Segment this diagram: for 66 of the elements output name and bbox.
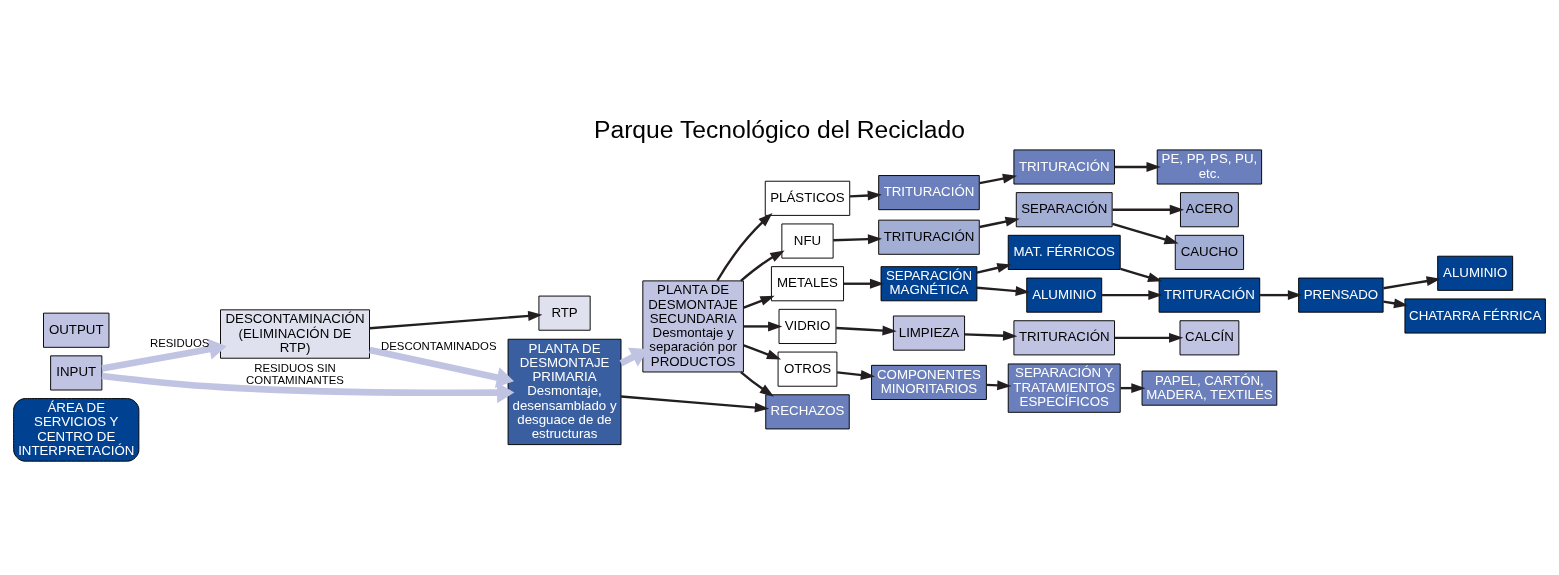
arrow — [976, 262, 1012, 274]
arrow — [369, 346, 514, 388]
edge-label: RESIDUOS — [149, 336, 210, 349]
node-box: RECHAZOS — [765, 393, 850, 429]
arrow — [743, 295, 775, 309]
edge-label: DESCONTAMINADOS — [381, 339, 497, 352]
arrow — [843, 278, 885, 289]
arrow — [101, 372, 515, 403]
arrow — [1260, 289, 1303, 300]
node-box: OUTPUT — [43, 312, 110, 348]
arrow — [743, 343, 782, 359]
arrow — [836, 325, 897, 336]
arrow — [369, 310, 543, 329]
edge-label: RESIDUOS SIN CONTAMINANTES — [246, 361, 344, 386]
node-box: PRENSADO — [1298, 277, 1384, 313]
node-box: LIMPIEZA — [892, 315, 966, 351]
node-box: ALUMINIO — [1437, 255, 1514, 291]
node-box: NFU — [781, 222, 834, 259]
arrow — [740, 250, 785, 282]
arrow — [979, 173, 1018, 184]
arrow — [743, 320, 783, 331]
node-box: ACERO — [1180, 191, 1239, 227]
arrow — [1114, 161, 1161, 172]
node-box: MAT. FÉRRICOS — [1007, 234, 1121, 270]
node-box: ÁREA DE SERVICIOS Y CENTRO DE INTERPRETACIÓN — [13, 397, 140, 462]
node-box: PE, PP, PS, PU, etc. — [1156, 148, 1263, 185]
node-box: TRITURACIÓN — [878, 219, 980, 255]
node-box: PAPEL, CARTÓN, MADERA, TEXTILES — [1141, 370, 1278, 406]
node-box: TRITURACIÓN — [1158, 277, 1261, 313]
arrow — [1120, 267, 1163, 282]
node-box: METALES — [770, 265, 845, 301]
node-box: DESCONTAMINACIÓN (ELIMINACIÓN DE RTP) — [220, 308, 370, 359]
node-box: COMPONENTES MINORITARIOS — [871, 364, 987, 400]
node-box: INPUT — [50, 354, 103, 390]
arrow — [964, 330, 1018, 341]
arrow — [716, 212, 773, 281]
arrow — [621, 394, 770, 413]
node-box: OTROS — [777, 351, 838, 387]
diagram-title: Parque Tecnológico del Reciclado — [594, 115, 965, 143]
node-box: SEPARACIÓN — [1015, 191, 1113, 227]
arrow — [1114, 332, 1184, 343]
node-box: CAUCHO — [1174, 234, 1245, 270]
node-box: PLÁSTICOS — [764, 180, 851, 216]
node-box: ALUMINIO — [1026, 277, 1103, 313]
node-box: TRITURACIÓN — [1013, 319, 1115, 355]
node-box: PLANTA DE DESMONTAJE PRIMARIA Desmontaje, desensamblado y desguace de de estructuras — [507, 338, 622, 445]
arrow — [833, 233, 883, 244]
arrow — [1102, 289, 1163, 300]
arrow — [976, 285, 1030, 296]
arrow — [849, 190, 882, 200]
node-box: CALCÍN — [1179, 319, 1240, 355]
node-box: RTP — [538, 295, 591, 331]
node-box: VIDRIO — [778, 308, 837, 344]
arrow — [1112, 222, 1179, 244]
arrow — [1112, 204, 1185, 215]
arrow — [979, 216, 1020, 228]
node-box: CHATARRA FÉRRICA — [1404, 297, 1546, 334]
node-box: SEPARACIÓN MAGNÉTICA — [880, 265, 978, 301]
node-box: PLANTA DE DESMONTAJE SECUNDARIA Desmontaje y separación por PRODUCTOS — [642, 279, 744, 372]
node-box: TRITURACIÓN — [1013, 148, 1115, 185]
node-box: TRITURACIÓN — [878, 174, 980, 210]
arrow — [101, 338, 227, 372]
arrow — [1383, 275, 1441, 289]
node-box: SEPARACIÓN Y TRATAMIENTOS ESPECÍFICOS — [1007, 362, 1121, 413]
arrow — [836, 369, 876, 380]
arrow — [740, 370, 774, 397]
